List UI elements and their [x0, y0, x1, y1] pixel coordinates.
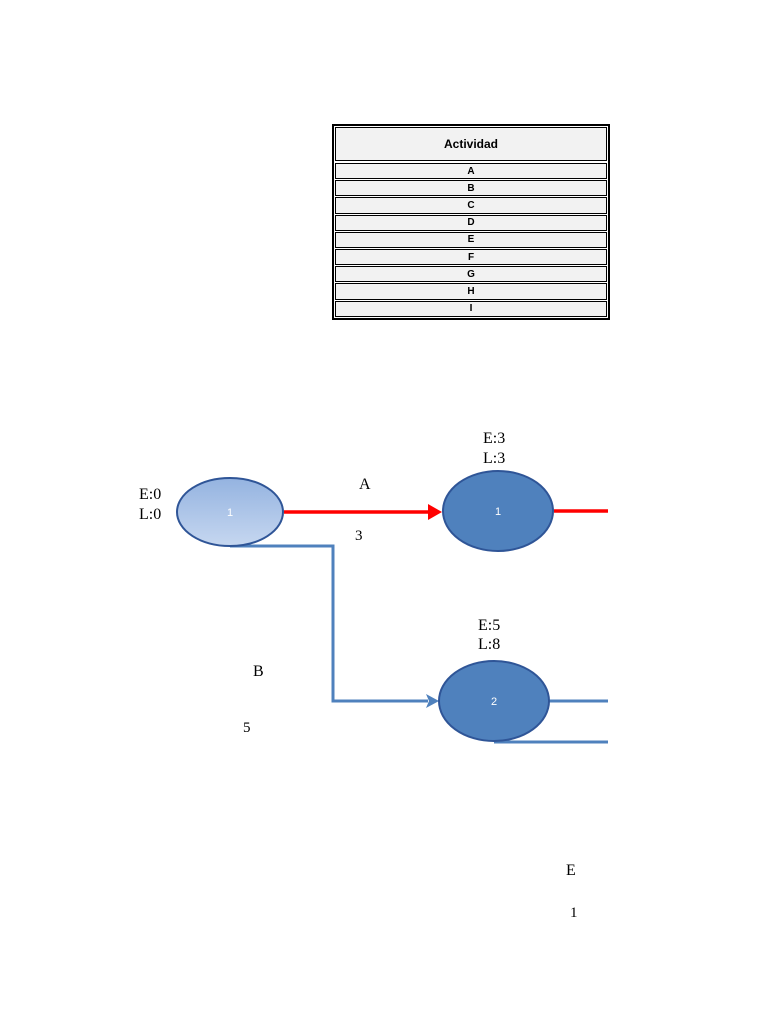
node-start-shape	[176, 477, 284, 547]
node-1-shape	[442, 470, 554, 552]
activity-row: H	[335, 283, 607, 300]
node-2-shape	[438, 660, 550, 742]
node-2-label: 2	[491, 696, 497, 708]
node-1-late-time: L:3	[483, 450, 505, 467]
node-2-late-time: L:8	[478, 636, 500, 653]
node-2-early-time: E:5	[478, 617, 500, 634]
edge-a-activity-label: A	[359, 476, 371, 493]
activity-row: D	[335, 214, 607, 231]
edge-b-arrowhead-icon	[426, 694, 439, 708]
edge-a-duration-label: 3	[355, 528, 363, 544]
edge-b	[230, 544, 439, 708]
node-1: 1	[442, 470, 554, 552]
edge-a	[284, 504, 442, 520]
activity-row: C	[335, 197, 607, 214]
node-start-late-time: L:0	[139, 506, 161, 523]
edge-e-activity-label: E	[566, 862, 576, 879]
node-start-early-time: E:0	[139, 486, 161, 503]
activity-row: E	[335, 231, 607, 248]
edge-b-duration-label: 5	[243, 720, 251, 736]
node-start-label: 1	[227, 507, 233, 519]
edge-a-arrowhead-icon	[428, 504, 442, 520]
activity-row: G	[335, 266, 607, 283]
edge-b-line	[230, 544, 428, 703]
node-2: 2	[438, 660, 550, 742]
activity-row: I	[335, 300, 607, 317]
activity-row: B	[335, 180, 607, 197]
activity-row: F	[335, 248, 607, 266]
node-1-label: 1	[495, 506, 501, 518]
node-start: 1	[176, 477, 284, 547]
node-1-early-time: E:3	[483, 430, 505, 447]
activity-table: Actividad A B C D E F G H I	[332, 124, 610, 320]
activity-table-body: A B C D E F G H I	[335, 163, 607, 317]
edge-b-activity-label: B	[253, 663, 264, 680]
activity-table-header: Actividad	[335, 127, 607, 161]
edge-e-duration-label: 1	[570, 905, 578, 921]
activity-row: A	[335, 163, 607, 180]
